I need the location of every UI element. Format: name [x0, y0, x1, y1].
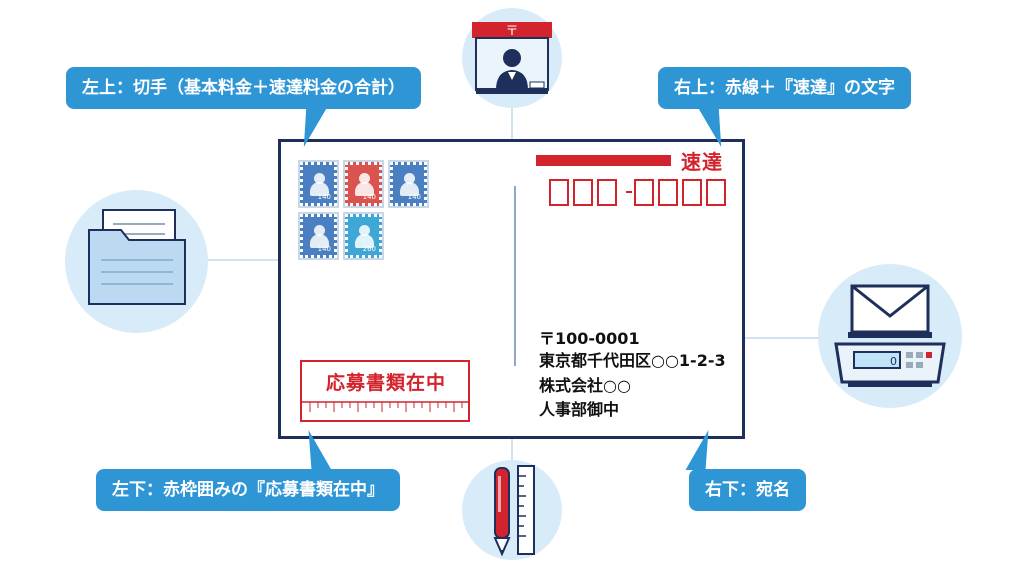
stamp-bust [400, 182, 419, 196]
stamp-bust [355, 182, 374, 196]
connector-right [745, 337, 822, 339]
center-divider [514, 186, 516, 366]
express-label: 速達 [681, 150, 723, 174]
stamp-value: 260 [362, 245, 376, 253]
connector-top [511, 100, 513, 140]
stamp-value: 140 [362, 193, 376, 201]
ruler-ticks [302, 401, 468, 412]
zip-box-5 [658, 179, 678, 206]
envelope-scale-icon: 0 [818, 264, 962, 408]
address-line-2: 株式会社○○ [539, 376, 631, 395]
callout-bottom-right: 右下：宛名 [689, 469, 806, 511]
connector-left [205, 259, 279, 261]
svg-text:0: 0 [890, 355, 897, 368]
stamp-value: 140 [407, 193, 421, 201]
stamp-portrait-icon [404, 173, 415, 184]
stamp-value: 140 [317, 193, 331, 201]
zip-box-2 [573, 179, 593, 206]
stamp-value: 140 [317, 245, 331, 253]
stamp-bust [355, 234, 374, 248]
stamp-bust [310, 234, 329, 248]
stamp-5: 260 [343, 212, 384, 260]
stamp-portrait-icon [314, 225, 325, 236]
stamp-3: 140 [388, 160, 429, 208]
callout-top-right: 右上：赤線＋『速達』の文字 [658, 67, 911, 109]
zip-box-7 [706, 179, 726, 206]
pen-ruler-icon [462, 460, 562, 560]
callout-bottom-left: 左下：赤枠囲みの『応募書類在中』 [96, 469, 400, 511]
stamp-portrait-icon [359, 225, 370, 236]
zip-box-3 [597, 179, 617, 206]
post-office-clerk-icon: 〒 [462, 8, 562, 108]
address-line-1: 東京都千代田区○○1-2-3 [539, 351, 726, 370]
stamp-bust [310, 182, 329, 196]
folder-documents-icon [65, 190, 208, 333]
stamp-2: 140 [343, 160, 384, 208]
zip-box-6 [682, 179, 702, 206]
zip-box-4 [634, 179, 654, 206]
address-zip: 〒100-0001 [539, 329, 640, 348]
address-line-3: 人事部御中 [539, 400, 620, 419]
callout-top-left: 左上：切手（基本料金＋速達料金の合計） [66, 67, 421, 109]
oubo-red-frame: 応募書類在中 [300, 360, 470, 422]
zip-dash [626, 191, 632, 193]
oubo-label: 応募書類在中 [326, 372, 447, 394]
envelope-card: 140 140 140 140 260 速達 〒100-0001 東京都千代田区… [278, 139, 745, 439]
stamp-portrait-icon [359, 173, 370, 184]
express-red-line [536, 155, 671, 166]
connector-bottom [511, 439, 513, 469]
stamp-portrait-icon [314, 173, 325, 184]
zip-box-1 [549, 179, 569, 206]
stamp-4: 140 [298, 212, 339, 260]
svg-text:〒: 〒 [505, 24, 518, 39]
stamp-1: 140 [298, 160, 339, 208]
